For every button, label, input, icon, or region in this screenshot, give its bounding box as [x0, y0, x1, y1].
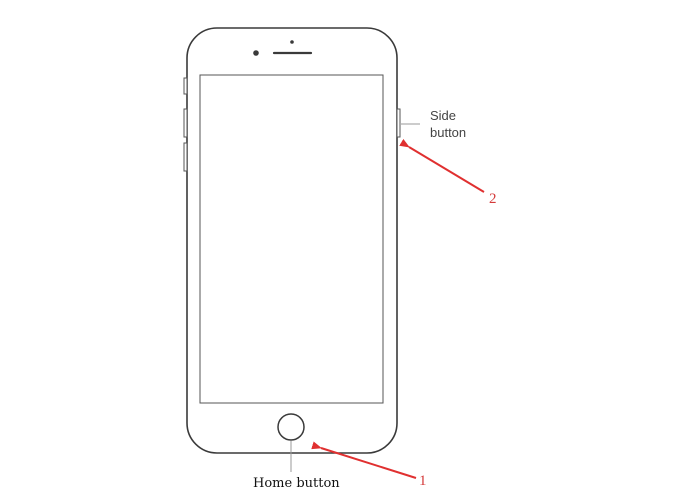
home-button-label: Home button: [253, 476, 340, 491]
side-button-label-line1: Side: [430, 108, 456, 123]
side-button-label-line2: button: [430, 125, 466, 140]
mute-switch: [183, 77, 188, 95]
arrow-1: [311, 441, 417, 479]
marker-2-label: 2: [489, 191, 497, 207]
phone-screen: [199, 74, 384, 404]
side-button[interactable]: [396, 108, 401, 138]
home-button[interactable]: [277, 413, 305, 441]
volume-up-button: [183, 108, 188, 138]
arrow-2: [399, 138, 485, 193]
front-camera-icon: [253, 50, 259, 56]
marker-1-label: 1: [419, 473, 427, 489]
volume-down-button: [183, 142, 188, 172]
sensor-dot: [290, 40, 294, 44]
